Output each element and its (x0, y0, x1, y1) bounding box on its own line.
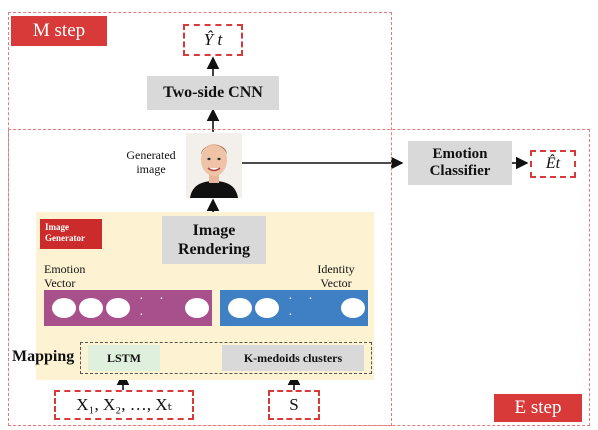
face-photo-icon (186, 133, 242, 198)
identity-vector: · · · (220, 290, 368, 326)
e-hat-label: Êt (546, 155, 560, 173)
emotion-vector-cell (52, 298, 76, 318)
input-sequence: X₁, X₂, …, Xₜ (54, 390, 194, 420)
emotion-classifier-label: Emotion Classifier (408, 146, 512, 180)
identity-vector-cell (341, 298, 365, 318)
emotion-vector-ellipsis: · · · (139, 292, 181, 324)
emotion-vector-cell (185, 298, 209, 318)
two-side-cnn-label: Two-side CNN (163, 84, 263, 102)
e-step-label: E step (494, 394, 582, 422)
input-s-label: S (289, 395, 298, 415)
identity-vector-ellipsis: · · · (288, 292, 337, 324)
identity-vector-label: Identity Vector (306, 262, 366, 290)
lstm-label: LSTM (107, 351, 141, 366)
input-sequence-label: X₁, X₂, …, Xₜ (76, 395, 171, 415)
image-rendering-box: Image Rendering (162, 216, 266, 264)
input-s: S (268, 390, 320, 420)
identity-vector-cell (228, 298, 252, 318)
y-hat-label: Ŷ t (204, 30, 222, 50)
two-side-cnn-box: Two-side CNN (147, 76, 279, 110)
emotion-vector-cell (106, 298, 130, 318)
image-rendering-label: Image Rendering (162, 221, 266, 259)
emotion-vector: · · · (44, 290, 212, 326)
k-medoids-box: K-medoids clusters (222, 345, 364, 371)
e-hat-output: Êt (530, 150, 576, 178)
image-generator-tag: Image Generator (40, 219, 102, 249)
y-hat-output: Ŷ t (183, 24, 243, 56)
identity-vector-cell (255, 298, 279, 318)
mapping-label: Mapping (12, 348, 74, 366)
k-medoids-label: K-medoids clusters (244, 351, 342, 366)
emotion-vector-label: Emotion Vector (44, 262, 110, 290)
generated-image (186, 133, 242, 198)
lstm-box: LSTM (88, 345, 160, 371)
emotion-vector-cell (79, 298, 103, 318)
m-step-label: M step (11, 16, 107, 46)
generated-image-label: Generated image (118, 148, 184, 176)
emotion-classifier-box: Emotion Classifier (408, 141, 512, 185)
